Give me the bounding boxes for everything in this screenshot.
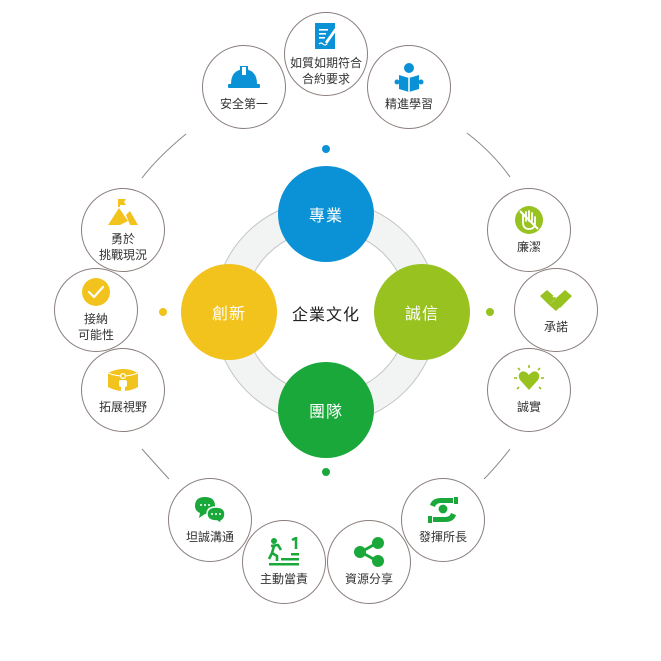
shining-heart-icon bbox=[512, 365, 546, 395]
value-open-communication[interactable]: 坦誠溝通 bbox=[168, 478, 252, 562]
value-label: 廉潔 bbox=[516, 240, 541, 254]
hard-hat-icon bbox=[227, 62, 261, 92]
reading-person-icon bbox=[392, 62, 426, 92]
core-team-label: 團隊 bbox=[308, 402, 343, 421]
value-contract-compliance[interactable]: 如質如期符合 合約要求 bbox=[284, 12, 368, 96]
dot-professional bbox=[322, 145, 330, 153]
value-honesty[interactable]: 誠實 bbox=[487, 348, 571, 432]
person-panorama-icon bbox=[106, 365, 140, 395]
mountain-flag-icon bbox=[106, 197, 140, 227]
value-label: 承諾 bbox=[543, 320, 568, 334]
value-label: 精進學習 bbox=[384, 97, 433, 111]
dot-innovation bbox=[159, 308, 167, 316]
core-innovation[interactable]: 創新 bbox=[181, 264, 277, 360]
dot-integrity bbox=[486, 308, 494, 316]
center-title: 企業文化 bbox=[291, 305, 360, 324]
value-embrace-possibilities[interactable]: 接納 可能性 bbox=[54, 268, 138, 352]
outer-arc-bottom-left bbox=[141, 448, 170, 480]
value-take-ownership[interactable]: 主動當責 bbox=[242, 520, 326, 604]
no-bribe-hand-icon bbox=[512, 205, 546, 235]
core-professional[interactable]: 專業 bbox=[278, 166, 374, 262]
value-resource-sharing[interactable]: 資源分享 bbox=[327, 520, 411, 604]
value-label: 勇於 挑戰現況 bbox=[98, 232, 147, 262]
outer-arc-top-left bbox=[141, 133, 187, 179]
outer-arc-top-right bbox=[466, 132, 511, 178]
check-badge-icon bbox=[79, 277, 113, 307]
value-use-strengths[interactable]: 發揮所長 bbox=[401, 478, 485, 562]
core-integrity-label: 誠信 bbox=[404, 304, 439, 323]
core-innovation-label: 創新 bbox=[211, 304, 246, 323]
core-team[interactable]: 團隊 bbox=[278, 362, 374, 458]
core-professional-label: 專業 bbox=[308, 206, 343, 225]
climbing-stairs-icon bbox=[267, 537, 301, 567]
value-safety-first[interactable]: 安全第一 bbox=[202, 45, 286, 129]
handshake-icon bbox=[539, 285, 573, 315]
value-label: 主動當責 bbox=[259, 572, 308, 586]
value-continuous-learning[interactable]: 精進學習 bbox=[367, 45, 451, 129]
outer-arc-bottom-right bbox=[483, 448, 511, 480]
share-icon bbox=[352, 537, 386, 567]
dot-team bbox=[322, 468, 330, 476]
value-challenge-status-quo[interactable]: 勇於 挑戰現況 bbox=[81, 188, 165, 272]
value-label: 資源分享 bbox=[344, 572, 393, 586]
core-integrity[interactable]: 誠信 bbox=[374, 264, 470, 360]
value-label: 接納 可能性 bbox=[77, 312, 114, 342]
value-label: 如質如期符合 合約要求 bbox=[289, 56, 362, 86]
value-label: 安全第一 bbox=[219, 97, 268, 111]
value-label: 誠實 bbox=[516, 400, 541, 414]
value-label: 發揮所長 bbox=[418, 530, 467, 544]
value-label: 坦誠溝通 bbox=[185, 530, 234, 544]
hands-lightbulb-icon bbox=[426, 495, 460, 525]
signed-document-icon bbox=[309, 21, 343, 51]
value-incorruptibility[interactable]: 廉潔 bbox=[487, 188, 571, 272]
value-label: 拓展視野 bbox=[98, 400, 147, 414]
value-commitment[interactable]: 承諾 bbox=[514, 268, 598, 352]
chat-bubbles-icon bbox=[193, 495, 227, 525]
value-broaden-horizons[interactable]: 拓展視野 bbox=[81, 348, 165, 432]
